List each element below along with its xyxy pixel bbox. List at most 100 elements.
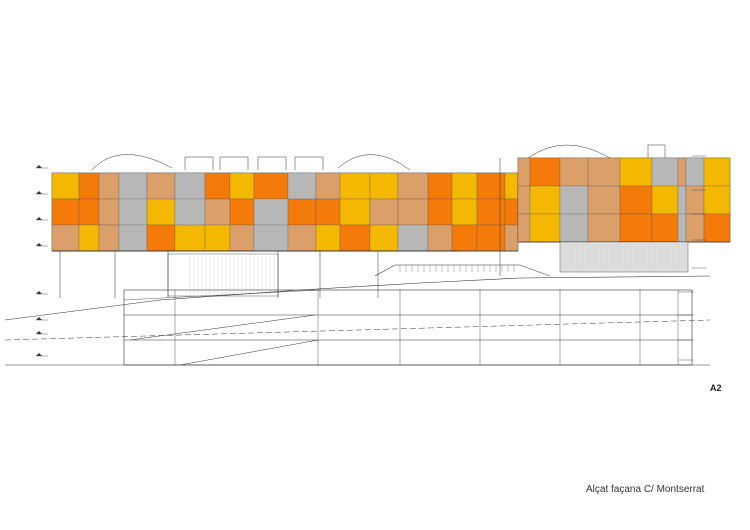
- facade-panel: [451, 172, 478, 200]
- roof-structures: [91, 144, 666, 171]
- facade-panel: [451, 224, 478, 252]
- facade-panel: [619, 157, 653, 187]
- ground-line: [4, 275, 711, 321]
- roof-arc: [527, 144, 611, 159]
- facade-panel: [204, 172, 231, 200]
- ramps-and-railings: [374, 264, 551, 277]
- facade-panel: [339, 224, 371, 252]
- facade-panel: [476, 198, 506, 226]
- facade-panel: [174, 172, 206, 200]
- facade-panel: [118, 198, 148, 226]
- facade-panel: [51, 172, 80, 200]
- facade-panel: [427, 198, 453, 226]
- facade-panel: [517, 213, 531, 243]
- facade-panel: [98, 198, 120, 226]
- roof-arc: [337, 154, 411, 171]
- facade-panel: [253, 198, 289, 226]
- parking-ramp: [179, 339, 319, 366]
- facade-panel: [315, 172, 341, 200]
- roof-frame: [257, 156, 287, 170]
- facade-panel: [339, 172, 371, 200]
- parking-ramp: [129, 314, 316, 341]
- roof-frame: [219, 156, 249, 170]
- facade-panel: [517, 185, 531, 215]
- level-marker: [36, 331, 42, 334]
- drawing-caption: Alçat façana C/ Montserrat: [586, 484, 705, 495]
- facade-panel: [315, 198, 341, 226]
- level-marker: [36, 191, 42, 194]
- dashed-line: [4, 319, 711, 341]
- facade-panel: [98, 224, 120, 252]
- facade-panel: [146, 224, 176, 252]
- level-marker: [36, 353, 42, 356]
- facade-panel: [504, 172, 519, 200]
- facade-panel: [619, 213, 653, 243]
- access-ramp: [123, 289, 321, 301]
- roof-frame: [184, 156, 214, 170]
- facade-panel: [427, 224, 453, 252]
- railing: [374, 264, 520, 277]
- right-building-facade: [499, 157, 731, 276]
- facade-panel: [517, 157, 531, 187]
- facade-panel: [587, 157, 621, 187]
- level-marker: [36, 165, 42, 168]
- stair: [519, 264, 551, 277]
- facade-panel: [703, 157, 731, 187]
- facade-panel: [619, 185, 653, 215]
- sheet-code: A2: [710, 383, 722, 393]
- facade-panel: [427, 172, 453, 200]
- facade-panel: [253, 224, 289, 252]
- facade-panel: [397, 198, 429, 226]
- facade-panel: [78, 172, 100, 200]
- facade-panel: [315, 224, 341, 252]
- facade-panel: [476, 172, 506, 200]
- facade-panel: [253, 172, 289, 200]
- roof-frame: [647, 144, 666, 158]
- facade-panel: [287, 224, 317, 252]
- ground-floor-block: [559, 241, 689, 273]
- facade-panel: [369, 198, 399, 226]
- facade-panel: [587, 185, 621, 215]
- facade-panel: [78, 198, 100, 226]
- facade-panel: [703, 185, 731, 215]
- facade-panel: [559, 157, 589, 187]
- facade-panel: [98, 172, 120, 200]
- facade-panel: [287, 198, 317, 226]
- facade-panel: [78, 224, 100, 252]
- facade-panel: [476, 224, 506, 252]
- facade-panel: [118, 224, 148, 252]
- parking-outline: [123, 289, 693, 366]
- facade-panel: [685, 213, 705, 243]
- level-marker: [36, 291, 42, 294]
- facade-panel: [504, 224, 519, 252]
- facade-panel: [204, 198, 231, 226]
- facade-panel: [118, 172, 148, 200]
- facade-panel: [146, 198, 176, 226]
- facade-panel: [451, 198, 478, 226]
- facade-panel: [174, 224, 206, 252]
- facade-panel: [504, 198, 519, 226]
- facade-panel: [51, 198, 80, 226]
- facade-panel: [397, 172, 429, 200]
- level-marker: [36, 317, 42, 320]
- facade-panel: [146, 172, 176, 200]
- facade-panel: [229, 198, 255, 226]
- facade-panel: [529, 157, 561, 187]
- facade-panel: [529, 213, 561, 243]
- level-markers: [36, 155, 706, 361]
- facade-panel: [587, 213, 621, 243]
- left-building-facade: [51, 172, 519, 298]
- facade-panel: [651, 213, 679, 243]
- facade-panel: [51, 224, 80, 252]
- facade-panel: [229, 172, 255, 200]
- facade-panel: [204, 224, 231, 252]
- facade-panel: [703, 213, 731, 243]
- facade-panel: [174, 198, 206, 226]
- level-marker: [36, 243, 42, 246]
- facade-panel: [339, 198, 371, 226]
- roof-arc: [91, 154, 173, 171]
- facade-panel: [677, 157, 687, 187]
- ground-and-parking-structure: [4, 275, 711, 366]
- facade-panel: [529, 185, 561, 215]
